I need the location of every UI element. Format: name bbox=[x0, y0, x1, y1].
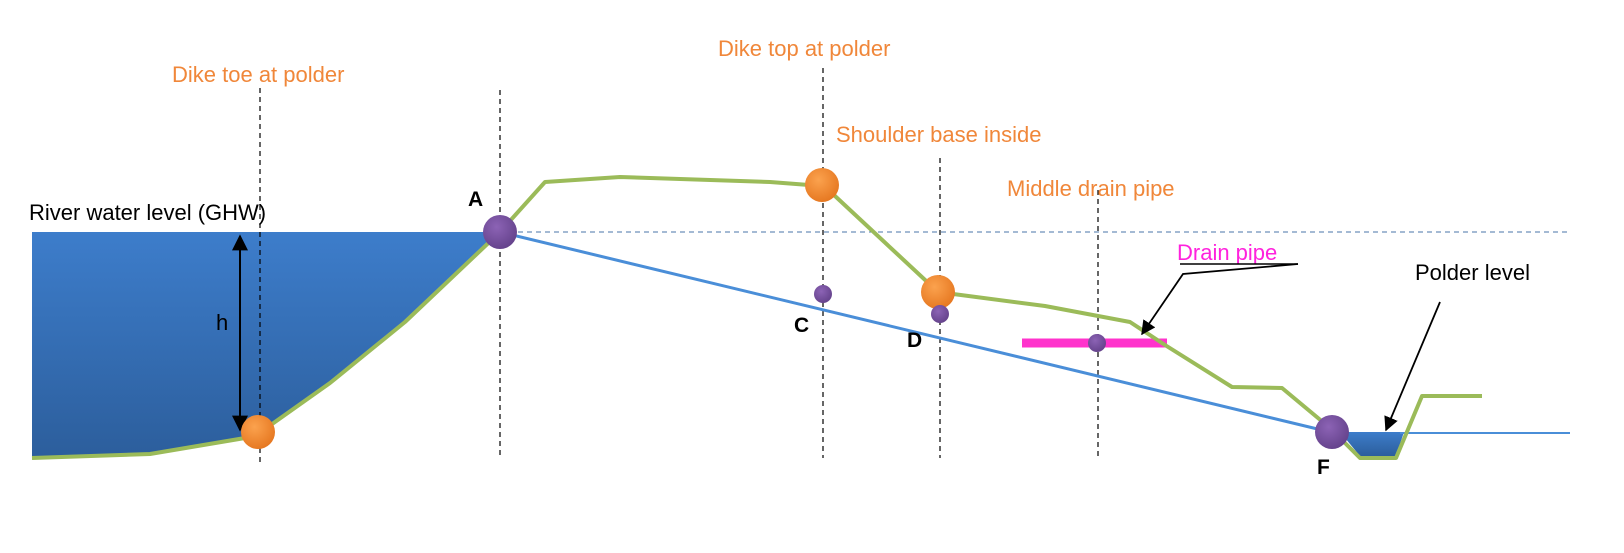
phreatic-line bbox=[499, 230, 1331, 434]
middle-drain-label: Middle drain pipe bbox=[1007, 176, 1175, 201]
point-f-label: F bbox=[1317, 456, 1330, 479]
drain-pipe-label: Drain pipe bbox=[1177, 240, 1277, 265]
dike-top-marker bbox=[805, 168, 839, 202]
point-a-marker bbox=[483, 215, 517, 249]
polder-level-label: Polder level bbox=[1415, 260, 1530, 285]
river-level-label: River water level (GHW) bbox=[29, 200, 266, 225]
polder-water bbox=[1340, 432, 1404, 456]
point-c-marker bbox=[814, 285, 832, 303]
polder-level-leader bbox=[1384, 301, 1441, 432]
river-water bbox=[32, 232, 500, 458]
shoulder-base-marker bbox=[921, 275, 955, 309]
drain-point-marker bbox=[1088, 334, 1106, 352]
point-d-label: D bbox=[907, 329, 922, 352]
shoulder-base-label: Shoulder base inside bbox=[836, 122, 1041, 147]
dike-toe-marker bbox=[241, 415, 275, 449]
h-label: h bbox=[216, 310, 228, 335]
point-d-marker bbox=[931, 305, 949, 323]
dike-top-label: Dike top at polder bbox=[718, 36, 890, 61]
point-c-label: C bbox=[794, 314, 809, 337]
point-a-label: A bbox=[468, 188, 483, 211]
point-f-marker bbox=[1315, 415, 1349, 449]
drain-pipe-leader bbox=[1141, 263, 1299, 336]
dike-toe-label: Dike toe at polder bbox=[172, 62, 344, 87]
